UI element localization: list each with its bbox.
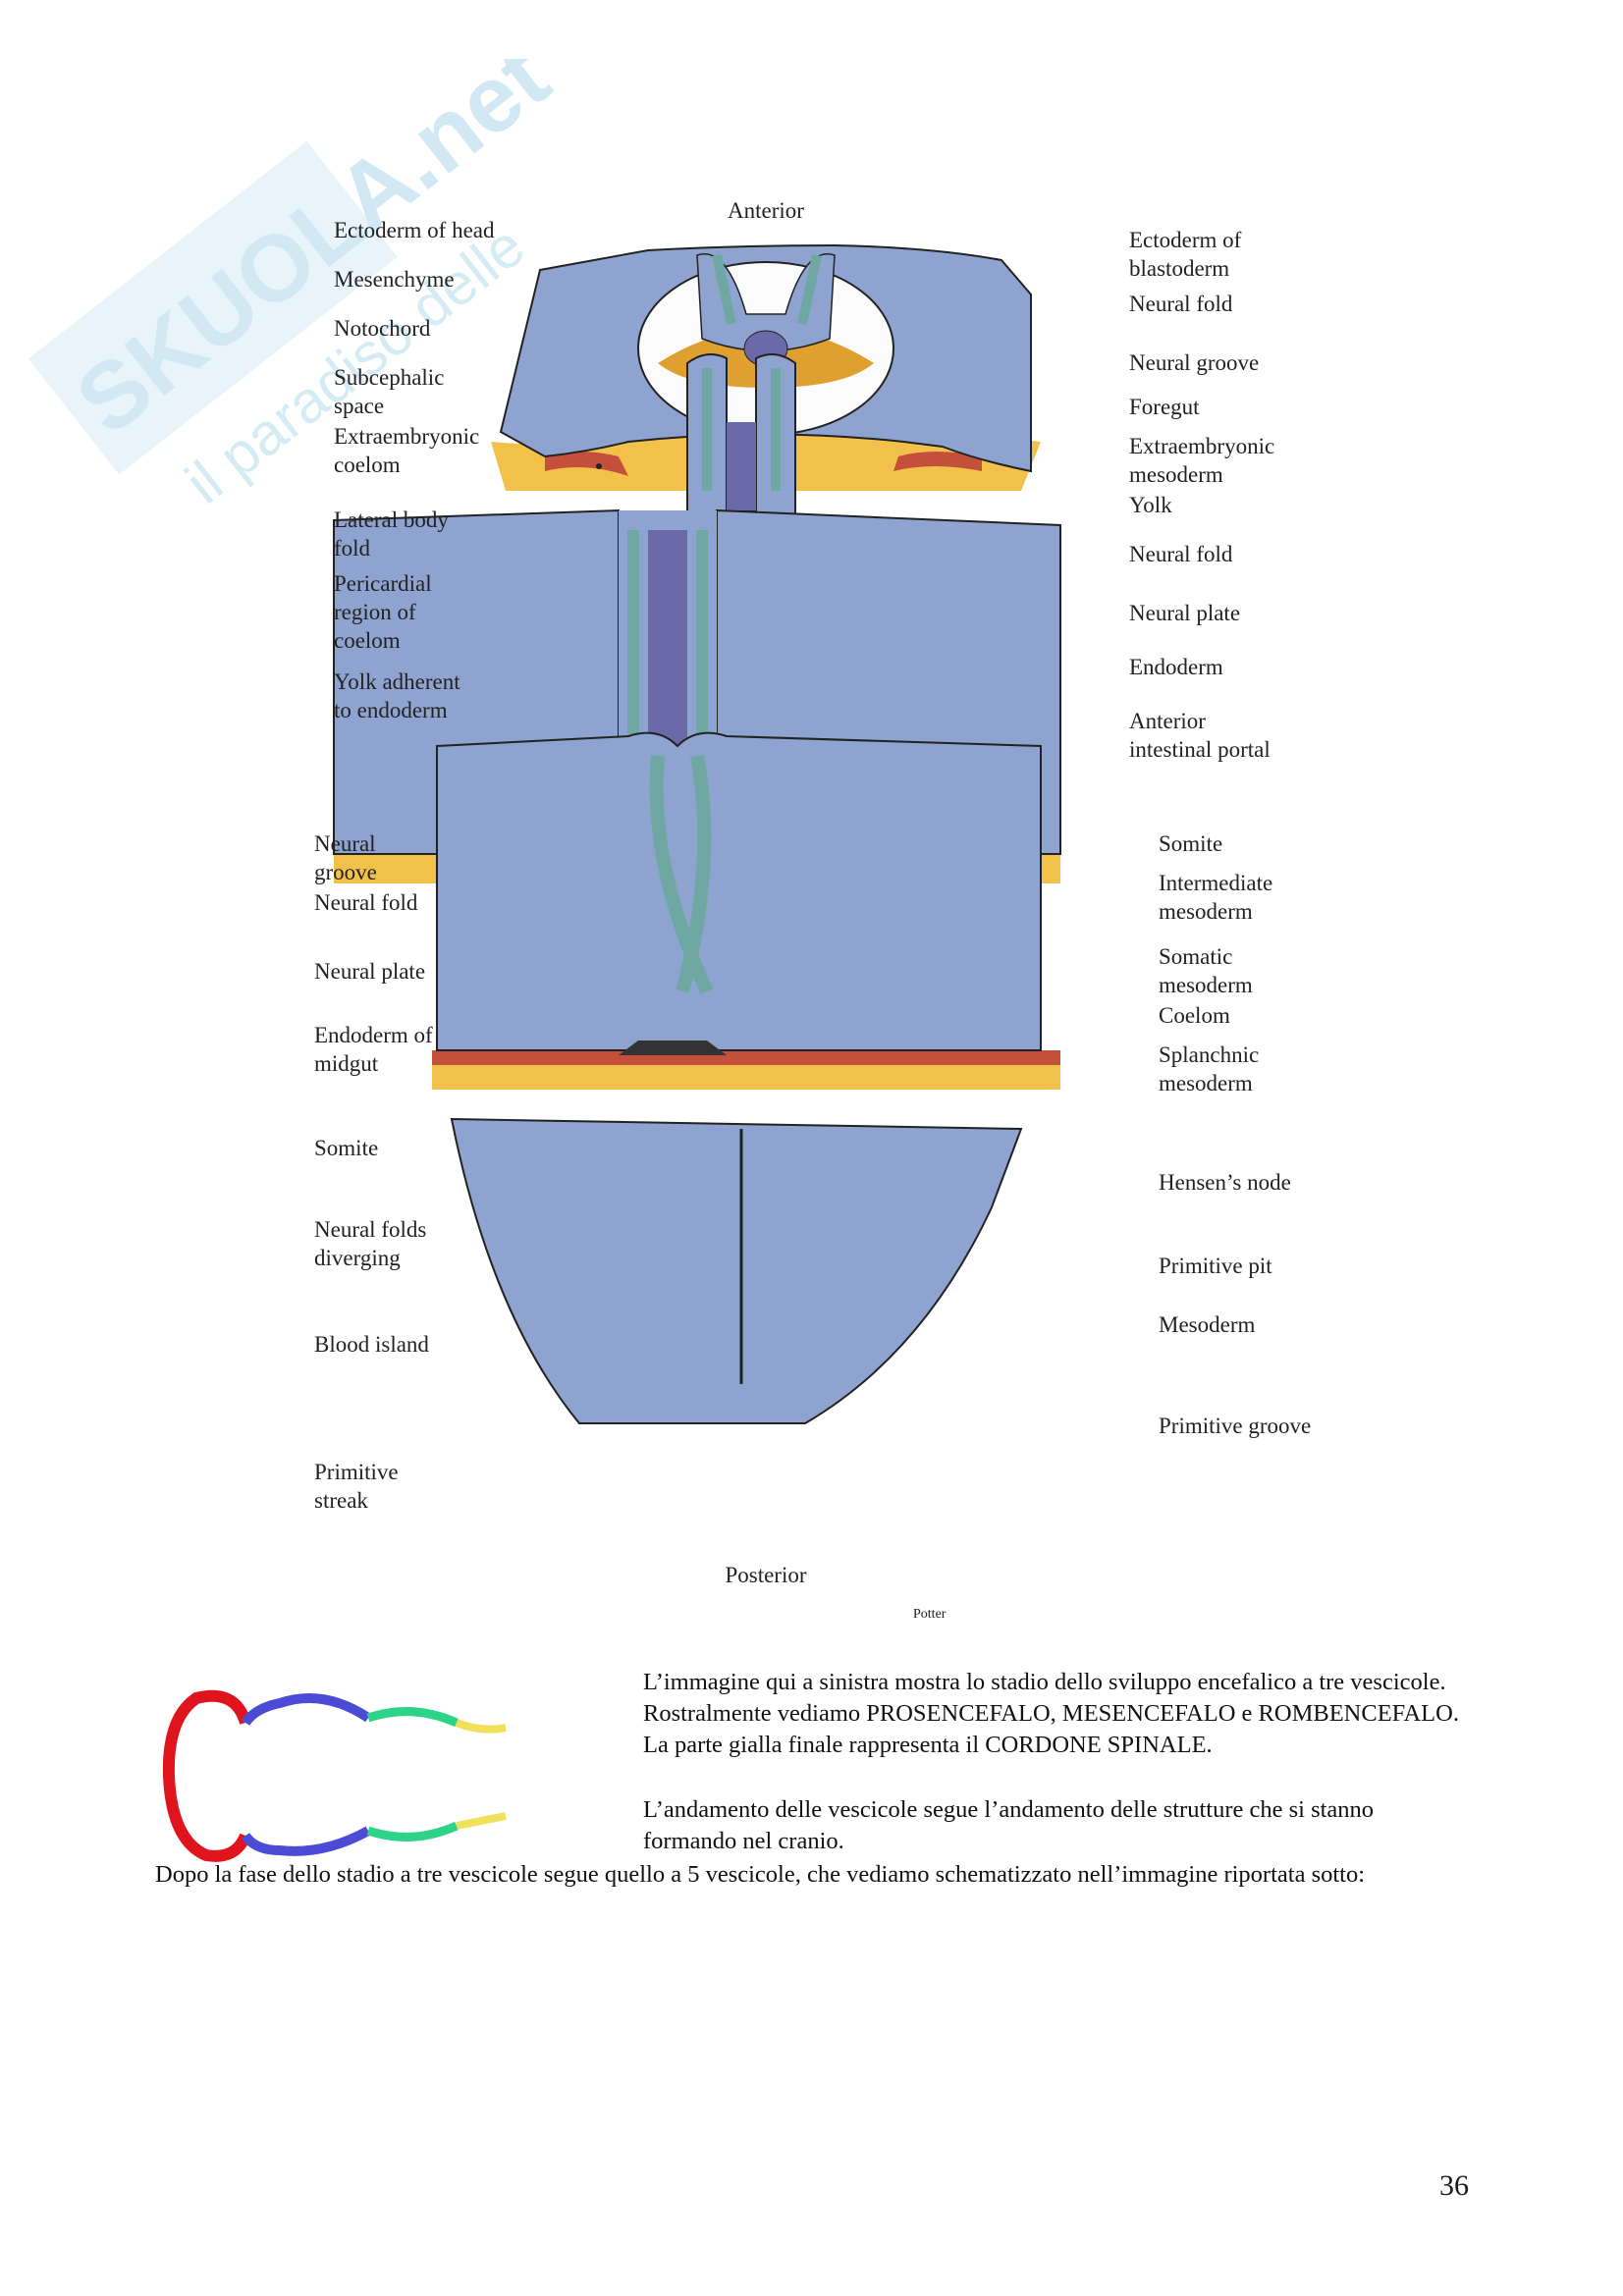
label-coelom: Coelom (1159, 1001, 1230, 1030)
label-posterior: Posterior (668, 1561, 864, 1589)
section-4-drawing (349, 733, 1060, 1090)
label-lateral-body-fold: Lateral body fold (334, 506, 449, 562)
label-neural-fold-1: Neural fold (1129, 290, 1232, 318)
label-mesoderm: Mesoderm (1159, 1310, 1255, 1339)
label-intermediate-mesoderm: Intermediate mesoderm (1159, 869, 1272, 926)
label-extraembryonic-mesoderm: Extraembryonic mesoderm (1129, 432, 1274, 489)
label-somite-1: Somite (1159, 829, 1222, 858)
label-neural-folds-diverging: Neural folds diverging (314, 1215, 426, 1272)
label-endoderm-of-midgut: Endoderm of midgut (314, 1021, 433, 1078)
embryo-section-figure: Anterior Posterior Potter Ectoderm of he… (295, 177, 1355, 1649)
label-ectoderm-of-head: Ectoderm of head (334, 216, 494, 244)
caption-paragraph-1: L’immagine qui a sinistra mostra lo stad… (643, 1667, 1468, 1761)
label-anterior-intestinal-portal: Anterior intestinal portal (1129, 707, 1271, 764)
label-primitive-streak: Primitive streak (314, 1458, 399, 1515)
page-number: 36 (1439, 2169, 1469, 2203)
label-blood-island: Blood island (314, 1330, 429, 1359)
label-hensens-node: Hensen’s node (1159, 1168, 1291, 1197)
label-somite-2: Somite (314, 1134, 378, 1162)
label-neural-groove-1: Neural groove (1129, 348, 1259, 377)
label-neural-plate-1: Neural plate (1129, 599, 1240, 627)
label-neural-fold-3: Neural fold (314, 888, 417, 917)
label-yolk-adherent: Yolk adherent to endoderm (334, 667, 460, 724)
three-vesicle-diagram (157, 1659, 579, 1885)
label-primitive-pit: Primitive pit (1159, 1252, 1272, 1280)
label-splanchnic-mesoderm: Splanchnic mesoderm (1159, 1041, 1259, 1097)
label-somatic-mesoderm: Somatic mesoderm (1159, 942, 1253, 999)
label-anterior: Anterior (668, 196, 864, 225)
label-neural-fold-2: Neural fold (1129, 540, 1232, 568)
label-primitive-groove: Primitive groove (1159, 1412, 1311, 1440)
label-subcephalic-space: Subcephalic space (334, 363, 444, 420)
label-pericardial-region: Pericardial region of coelom (334, 569, 432, 655)
label-neural-groove-2: Neural groove (314, 829, 377, 886)
body-paragraph: Dopo la fase dello stadio a tre vescicol… (155, 1859, 1471, 1891)
label-neural-plate-2: Neural plate (314, 957, 425, 986)
label-endoderm: Endoderm (1129, 653, 1223, 681)
label-mesenchyme: Mesenchyme (334, 265, 455, 294)
label-yolk: Yolk (1129, 491, 1172, 519)
label-ectoderm-of-blastoderm: Ectoderm of blastoderm (1129, 226, 1241, 283)
caption-paragraph-2: L’andamento delle vescicole segue l’anda… (643, 1794, 1468, 1857)
label-notochord: Notochord (334, 314, 430, 343)
label-extraembryonic-coelom: Extraembryonic coelom (334, 422, 479, 479)
artist-signature: Potter (913, 1600, 946, 1629)
section-5-drawing (452, 1119, 1021, 1423)
label-foregut: Foregut (1129, 393, 1200, 421)
